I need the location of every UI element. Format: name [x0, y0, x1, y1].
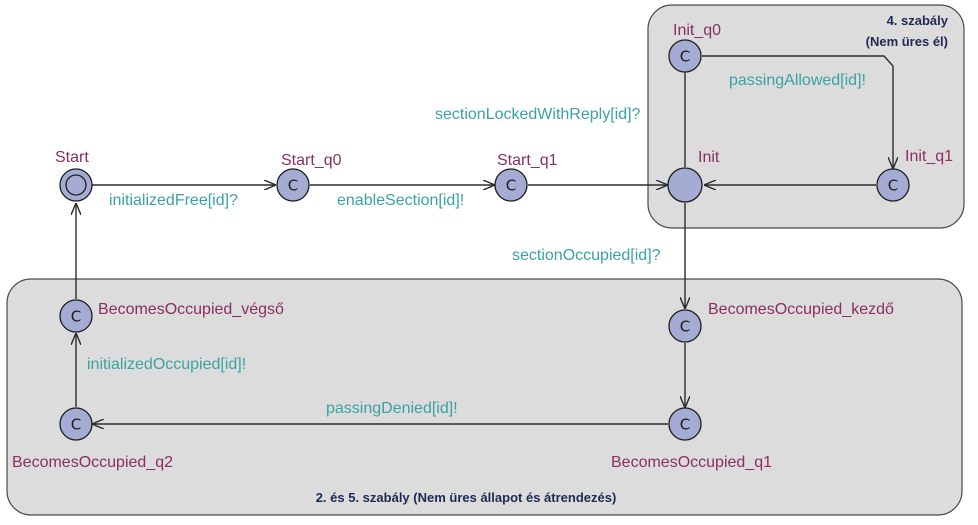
state-bo-q1: C: [668, 407, 702, 441]
committed-mark: C: [680, 48, 690, 66]
committed-mark: C: [71, 308, 81, 326]
committed-mark: C: [680, 318, 690, 336]
committed-mark: C: [680, 416, 690, 434]
sync-section-locked-with-reply: sectionLockedWithReply[id]?: [435, 106, 641, 123]
sync-passing-allowed: passingAllowed[id]!: [729, 72, 866, 89]
label-start-q1: Start_q1: [497, 152, 558, 169]
sync-section-occupied: sectionOccupied[id]?: [512, 247, 661, 264]
state-init-q1: C: [876, 168, 910, 202]
state-start: [59, 168, 93, 202]
label-init-q0: Init_q0: [673, 22, 721, 39]
label-init-q1: Init_q1: [905, 148, 953, 165]
committed-mark: C: [71, 416, 81, 434]
rule4-subtitle: (Nem üres él): [866, 34, 948, 49]
rule25-title: 2. és 5. szabály (Nem üres állapot és át…: [316, 490, 617, 505]
state-init-q0: C: [668, 39, 702, 73]
sync-enable-section: enableSection[id]!: [337, 192, 464, 209]
sync-initialized-free: initializedFree[id]?: [109, 192, 238, 209]
label-init: Init: [698, 149, 720, 166]
state-start-q0: C: [276, 168, 310, 202]
sync-passing-denied: passingDenied[id]!: [326, 400, 458, 417]
label-bo-q2: BecomesOccupied_q2: [12, 454, 173, 471]
label-bo-kezdo: BecomesOccupied_kezdő: [708, 301, 894, 318]
label-bo-vegso: BecomesOccupied_végső: [98, 301, 284, 318]
state-bo-kezdo: C: [668, 309, 702, 343]
label-start-q0: Start_q0: [281, 152, 342, 169]
committed-mark: C: [506, 177, 516, 195]
label-start: Start: [55, 149, 89, 166]
committed-mark: C: [888, 177, 898, 195]
state-bo-vegso: C: [59, 299, 93, 333]
committed-mark: C: [288, 177, 298, 195]
state-start-q1: C: [494, 168, 528, 202]
label-bo-q1: BecomesOccupied_q1: [611, 454, 772, 471]
sync-initialized-occupied: initializedOccupied[id]!: [87, 356, 246, 373]
rule25-region: [6, 278, 963, 516]
state-bo-q2: C: [59, 407, 93, 441]
rule4-title: 4. szabály: [887, 13, 949, 28]
state-init: [667, 167, 703, 203]
edge-init-q0-to-init-q1: [702, 55, 893, 168]
